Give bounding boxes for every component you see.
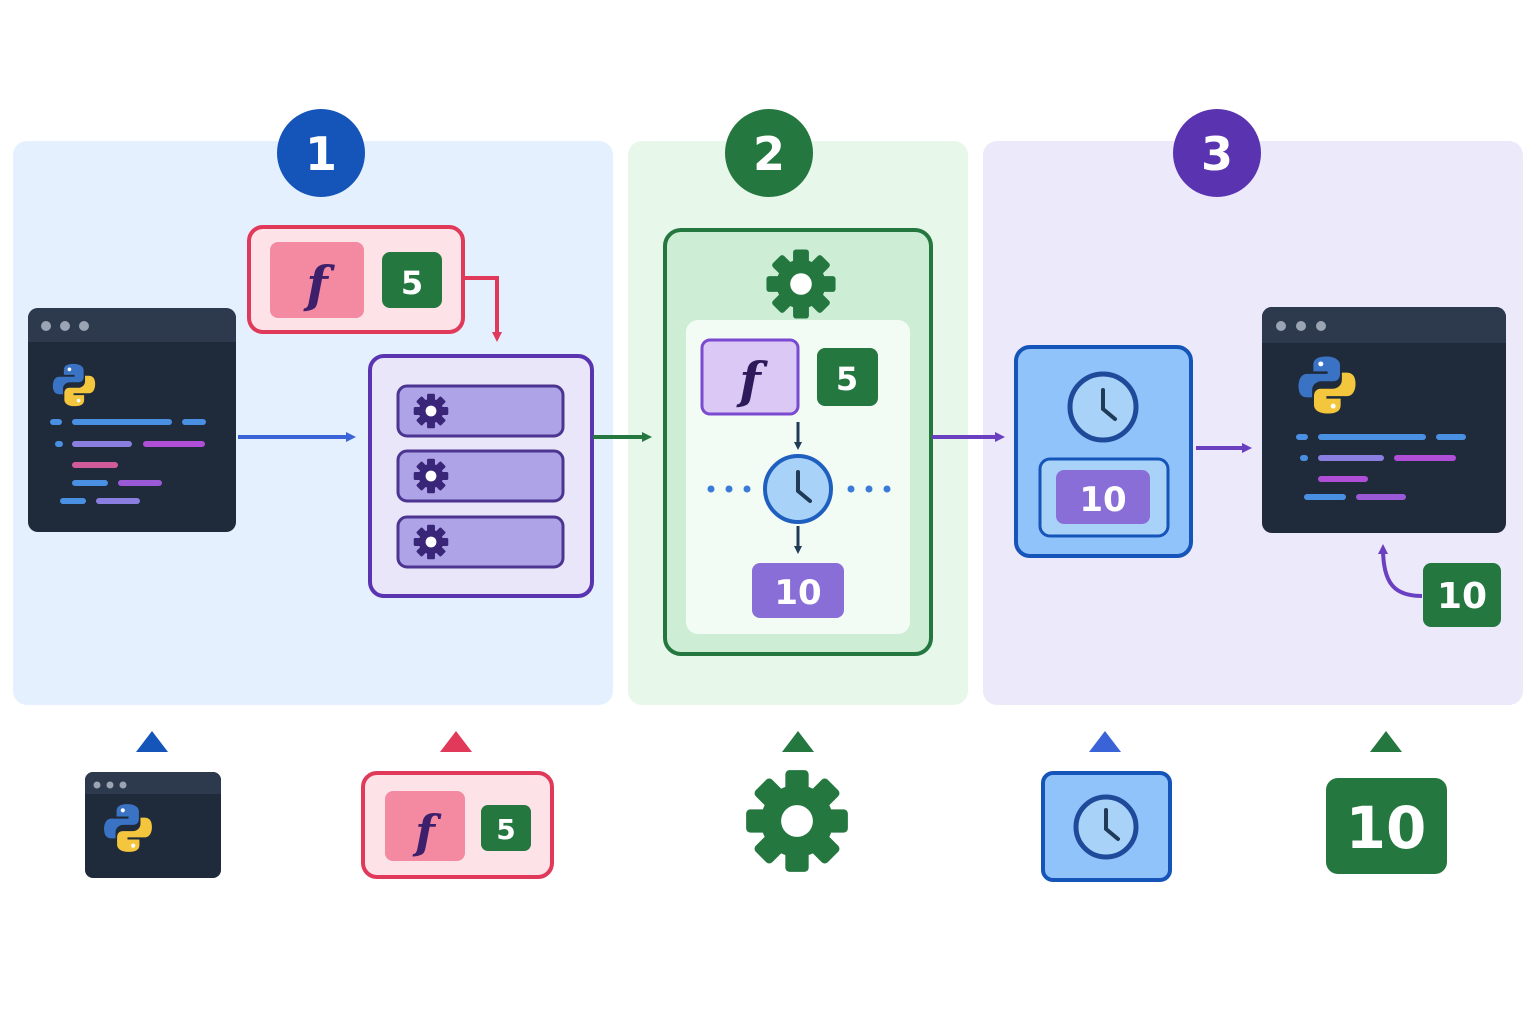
result-value: 10 bbox=[774, 573, 821, 613]
queue-slot bbox=[396, 515, 565, 569]
legend-marker bbox=[136, 731, 168, 752]
task-card: f 5 bbox=[247, 225, 465, 334]
legend-task-card-icon: f 5 bbox=[361, 771, 554, 879]
argument-value: 5 bbox=[401, 264, 423, 302]
result-value: 10 bbox=[1079, 480, 1126, 520]
worker-box: f 5 10 bbox=[663, 228, 933, 656]
task-queue bbox=[368, 354, 594, 598]
step-badge-1: 1 bbox=[277, 109, 365, 197]
step-number-2: 2 bbox=[753, 127, 785, 181]
legend-marker bbox=[440, 731, 472, 752]
gear-icon bbox=[413, 393, 449, 429]
argument-value: 5 bbox=[496, 813, 515, 846]
legend-marker bbox=[782, 731, 814, 752]
gear-icon bbox=[766, 249, 836, 319]
gear-icon bbox=[413, 524, 449, 560]
arrow-enqueue bbox=[463, 276, 502, 342]
legend-marker bbox=[1089, 731, 1121, 752]
queue-slot bbox=[396, 384, 565, 438]
result-store: 10 bbox=[1014, 345, 1193, 558]
gear-icon bbox=[413, 458, 449, 494]
clock-icon bbox=[1067, 371, 1139, 443]
legend-result-value: 10 bbox=[1346, 794, 1427, 862]
legend-gear-icon bbox=[746, 770, 848, 872]
returned-value-badge: 10 bbox=[1423, 563, 1501, 627]
legend-marker bbox=[1370, 731, 1402, 752]
code-window-client bbox=[1262, 307, 1506, 533]
step-badge-3: 3 bbox=[1173, 109, 1261, 197]
legend-result-badge-icon: 10 bbox=[1326, 778, 1447, 874]
dotted-timeline bbox=[707, 485, 891, 493]
argument-value: 5 bbox=[836, 360, 858, 398]
code-window-source bbox=[28, 308, 236, 532]
returned-value: 10 bbox=[1437, 576, 1487, 617]
step-badge-2: 2 bbox=[725, 109, 813, 197]
step-number-3: 3 bbox=[1201, 127, 1233, 181]
stage-3-panel bbox=[983, 141, 1523, 705]
legend-clock-icon bbox=[1041, 771, 1172, 882]
queue-slot bbox=[396, 449, 565, 503]
clock-icon bbox=[763, 454, 833, 524]
step-number-1: 1 bbox=[305, 127, 337, 181]
arrow-return-value bbox=[1378, 544, 1423, 598]
legend-code-window-icon bbox=[85, 772, 221, 878]
